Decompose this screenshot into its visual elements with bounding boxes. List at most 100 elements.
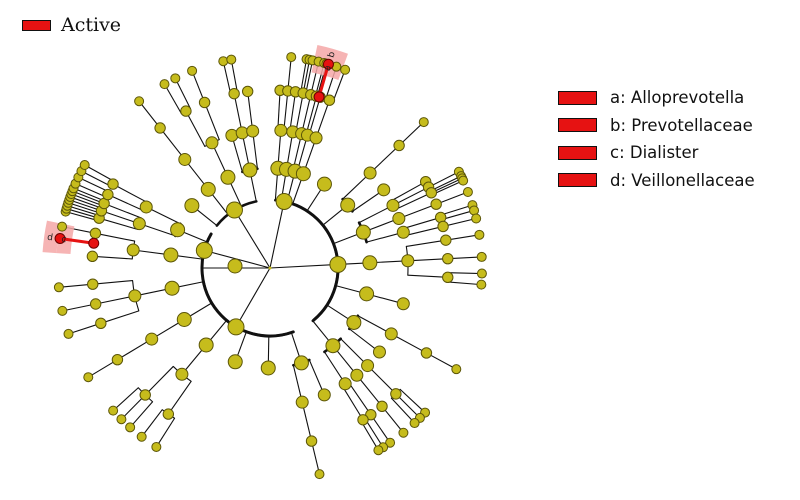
taxon-node [471,213,482,224]
branch-line [81,170,112,188]
taxon-node [359,286,375,302]
taxon-node [228,87,240,100]
branch-line [447,281,482,286]
taxon-node [95,317,107,330]
taxon-node [474,229,485,240]
active-node [322,58,334,70]
branch-line [98,217,138,230]
taxon-node [340,64,351,75]
branch-line [92,255,133,260]
active-node [54,232,66,244]
taxon-node [350,368,364,382]
taxon-node [362,255,378,271]
taxon-node [440,234,452,246]
legend-item-label: c: Dialister [610,143,699,163]
branch-line [369,145,400,174]
branch-line [431,180,464,196]
branch-line [399,388,426,413]
taxon-node [163,247,179,263]
taxon-node [396,225,410,239]
taxon-node [425,187,438,199]
taxon-node [385,437,396,448]
branch-line [390,181,426,202]
branch-line [406,239,446,247]
taxon-node [386,198,400,212]
taxon-node [89,298,102,310]
branch-arc [200,232,295,338]
taxon-node [451,364,462,375]
taxon-node [225,201,243,219]
taxon-node [418,117,429,128]
highlight-sector [314,44,348,67]
branch-line [112,183,149,204]
taxon-node [430,198,442,210]
branch-line [283,90,289,131]
taxon-node [184,198,200,214]
taxon-node [145,332,159,346]
branch-line [68,202,101,214]
taxon-node [390,388,402,400]
highlight-label: a [323,64,334,72]
legend-swatch [558,90,597,105]
active-legend: Active [22,12,121,38]
branch-line [315,100,330,139]
taxon-node [365,408,377,421]
highlight-sectors [42,44,348,255]
branch-line [402,216,441,230]
branch-line [233,93,243,133]
branch-line [235,267,271,328]
highlight-label: b [327,50,338,59]
taxon-node [242,162,258,178]
branch-line [347,381,372,416]
taxon-node [136,431,147,442]
branch-line [95,232,135,242]
active-branch [59,237,94,245]
branch-line [341,385,364,421]
taxon-node [111,353,124,366]
taxon-node [178,152,192,166]
branch-line [447,272,482,275]
legend-item-a: a: Alloprevotella [558,84,755,112]
active-node [88,237,100,249]
taxon-node [409,418,420,429]
taxon-node [241,85,254,98]
branch-line [95,295,135,305]
branch-line [155,417,176,448]
branch-line [404,225,444,237]
taxon-node [317,388,331,402]
branch-line [407,258,448,262]
taxon-node [314,469,325,480]
branch-line [159,127,186,160]
taxon-node [340,197,356,213]
branch-line [332,69,346,102]
legend-item-b: b: Prevotellaceae [558,112,755,140]
taxon-node [392,212,406,226]
branch-line [301,402,313,442]
taxon-node [363,166,377,180]
taxon-node [462,187,473,198]
taxon-node [235,126,249,140]
taxon-node [162,408,175,420]
legend-item-d: d: Veillonellaceae [558,167,755,195]
taxon-node [132,217,146,231]
taxon-node [325,338,341,354]
taxon-node [170,73,181,84]
taxon-node [227,258,243,274]
taxon-node [164,280,180,296]
taxon-node [316,176,332,192]
taxon-node [198,337,214,353]
taxon-node [139,389,151,401]
taxon-node [198,96,211,109]
branch-line [84,164,115,183]
taxon-node [274,123,288,137]
branch-line [398,203,437,220]
taxon-node [63,328,74,339]
taxon-node [437,220,449,233]
branch-line [100,310,140,324]
taxon-node [275,192,293,210]
branch-line [141,409,163,438]
taxon-node [83,372,94,383]
taxon-node [476,279,487,290]
taxon-node [442,252,454,265]
legend-item-label: a: Alloprevotella [610,88,745,108]
